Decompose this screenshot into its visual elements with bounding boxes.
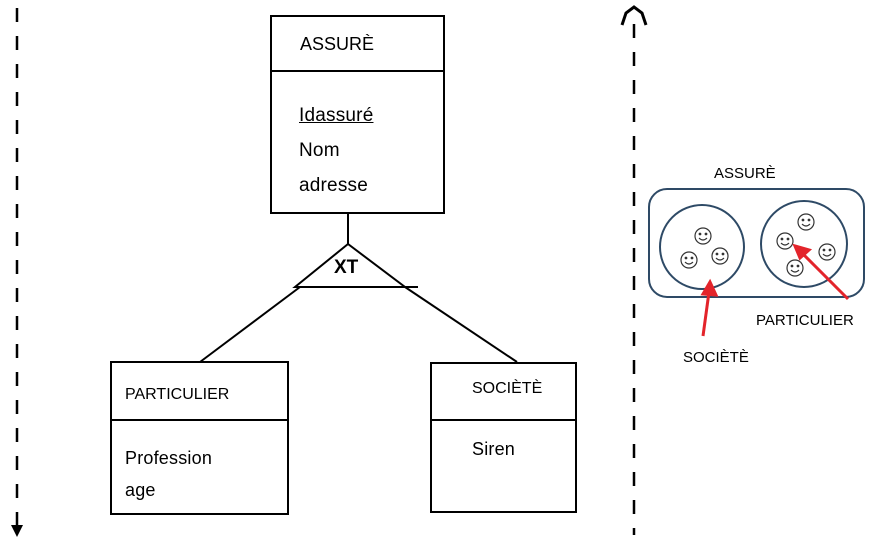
- smiley-icon: [786, 259, 804, 277]
- attribute: age: [125, 480, 156, 500]
- entity-title: ASSURÈ: [300, 34, 375, 54]
- entity-title: SOCIÈTÈ: [472, 380, 543, 397]
- entity-header: [432, 364, 575, 421]
- entity-header: [112, 363, 287, 421]
- venn-label-societe: SOCIÈTÈ: [683, 349, 749, 366]
- connector-right-child: [404, 286, 518, 363]
- connector-left-child: [199, 286, 301, 363]
- attribute: adresse: [299, 175, 368, 196]
- specialization-constraint: XT: [334, 257, 359, 278]
- entity-societe[interactable]: SOCIÈTÈ Siren: [430, 362, 577, 513]
- smiley-icon: [797, 213, 815, 231]
- entity-particulier[interactable]: PARTICULIER Profession age: [110, 361, 289, 515]
- smiley-icon: [694, 227, 712, 245]
- smiley-icon: [711, 247, 729, 265]
- specialization-triangle: [292, 242, 418, 288]
- entity-title: PARTICULIER: [125, 386, 230, 403]
- attribute: Siren: [472, 439, 516, 459]
- right-dashed-arrow: [620, 5, 648, 535]
- venn-outer-label: ASSURÈ: [714, 165, 776, 182]
- smiley-icon: [818, 243, 836, 261]
- entity-assure[interactable]: ASSURÈ Idassuré Nom adresse: [270, 15, 445, 214]
- left-dashed-arrow: [11, 8, 23, 537]
- venn-set-particulier: [760, 200, 848, 288]
- venn-label-particulier: PARTICULIER: [756, 312, 854, 329]
- attribute: Profession: [125, 448, 213, 468]
- smiley-icon: [680, 251, 698, 269]
- entity-header: [272, 17, 443, 72]
- attribute-primary-key: Idassuré: [299, 105, 374, 126]
- smiley-icon: [776, 232, 794, 250]
- red-arrow-particulier: [792, 243, 850, 301]
- attribute: Nom: [299, 140, 340, 161]
- venn-set-societe: [659, 204, 745, 290]
- red-arrow-societe: [700, 278, 719, 337]
- venn-diagram: [648, 188, 865, 337]
